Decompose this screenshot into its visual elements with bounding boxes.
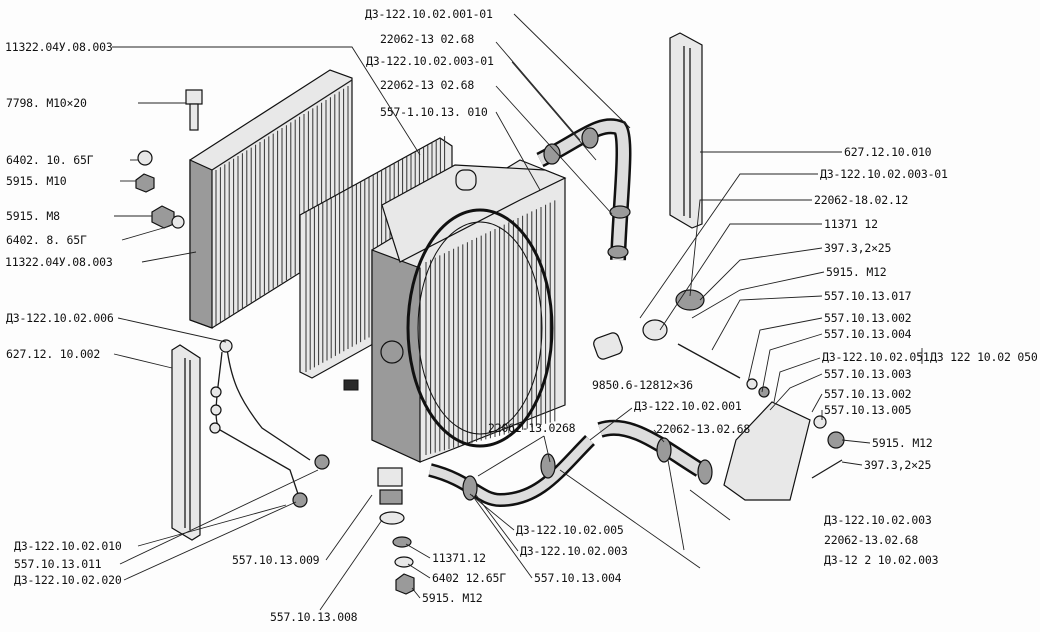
part-label: 557.10.13.003	[824, 367, 912, 381]
part-label: 22062-13 02.68	[380, 78, 475, 92]
part-label: Д3-122.10.02.001-01	[365, 7, 493, 21]
part-label: 557.10.13.009	[232, 553, 320, 567]
part-label: 557.10.13.017	[824, 289, 912, 303]
part-label: 557.10.13.002	[824, 311, 912, 325]
part-label: 5915. М8	[6, 209, 60, 223]
part-label: Д3-122.10.02.010	[14, 539, 122, 553]
part-label: 5915. М12	[422, 591, 483, 605]
washer-m8	[171, 215, 185, 229]
part-label: 9850.6-12812×36	[592, 378, 693, 392]
part-label: 7798. М10×20	[6, 96, 87, 110]
part-label: Д3-122.10.02.003	[824, 513, 932, 527]
part-label: Д3-122.10.02.020	[14, 573, 122, 587]
part-label: 11371.12	[432, 551, 486, 565]
part-label: 22062-18.02.12	[814, 193, 909, 207]
part-label: 397.3,2×25	[824, 241, 892, 255]
drain-pipe	[209, 339, 330, 508]
nut-m10	[135, 173, 155, 193]
part-label: Д3 122 10.02 050	[930, 350, 1038, 364]
part-label: 627.12. 10.002	[6, 347, 101, 361]
part-label: Д3-122.10.02.005	[516, 523, 624, 537]
part-label: 5915. М12	[826, 265, 887, 279]
part-label: 557.10.13.005	[824, 403, 912, 417]
part-label: Д3-122.10.02.003	[520, 544, 628, 558]
part-label: Д3-122.10.02.003-01	[820, 167, 948, 181]
part-label: Д3-12 2 10.02.003	[824, 553, 939, 567]
part-label: 11322.04У.08.003	[5, 40, 113, 54]
radiator-core	[343, 159, 567, 463]
part-label: 11322.04У.08.003	[5, 255, 113, 269]
radiator-cap	[455, 169, 477, 191]
part-label: Д3-122.10.02.001	[634, 399, 742, 413]
part-label: 22062-13.0268	[488, 421, 576, 435]
part-label: 11371 12	[824, 217, 878, 231]
part-label: 5915. М10	[6, 174, 67, 188]
right-side-guard	[669, 32, 703, 229]
part-label: 557.10.13.004	[824, 327, 912, 341]
part-label: 627.12.10.010	[844, 145, 932, 159]
part-label: 557-1.10.13. 010	[380, 105, 488, 119]
part-label: Д3-122.10.02.051	[822, 350, 930, 364]
right-fittings	[593, 289, 845, 501]
bottom-mount-stack	[377, 467, 415, 595]
part-label: 22062-13.02.68	[656, 422, 751, 436]
part-label: 6402 12.65Г	[432, 571, 506, 585]
part-label: 557.10.13.008	[270, 610, 358, 624]
part-label: 5915. М12	[872, 436, 933, 450]
part-label: Д3-122.10.02.003-01	[366, 54, 494, 68]
upper-hose-pipe	[536, 118, 632, 261]
washer-m10	[137, 150, 153, 166]
part-label: 22062-13.02.68	[824, 533, 919, 547]
part-label: 6402. 8. 65Г	[6, 233, 87, 247]
leader-lines	[112, 13, 923, 611]
bolt-m10	[185, 89, 203, 131]
left-side-guard	[171, 344, 201, 541]
part-label: 22062-13 02.68	[380, 32, 475, 46]
part-label: 557.10.13.011	[14, 557, 102, 571]
part-label: 557.10.13.002	[824, 387, 912, 401]
nut-m8	[151, 205, 175, 229]
part-label: 397.3,2×25	[864, 458, 932, 472]
lower-hose-pipe	[428, 419, 713, 508]
part-label: Д3-122.10.02.006	[6, 311, 114, 325]
part-label: 6402. 10. 65Г	[6, 153, 94, 167]
part-label: 557.10.13.004	[534, 571, 622, 585]
